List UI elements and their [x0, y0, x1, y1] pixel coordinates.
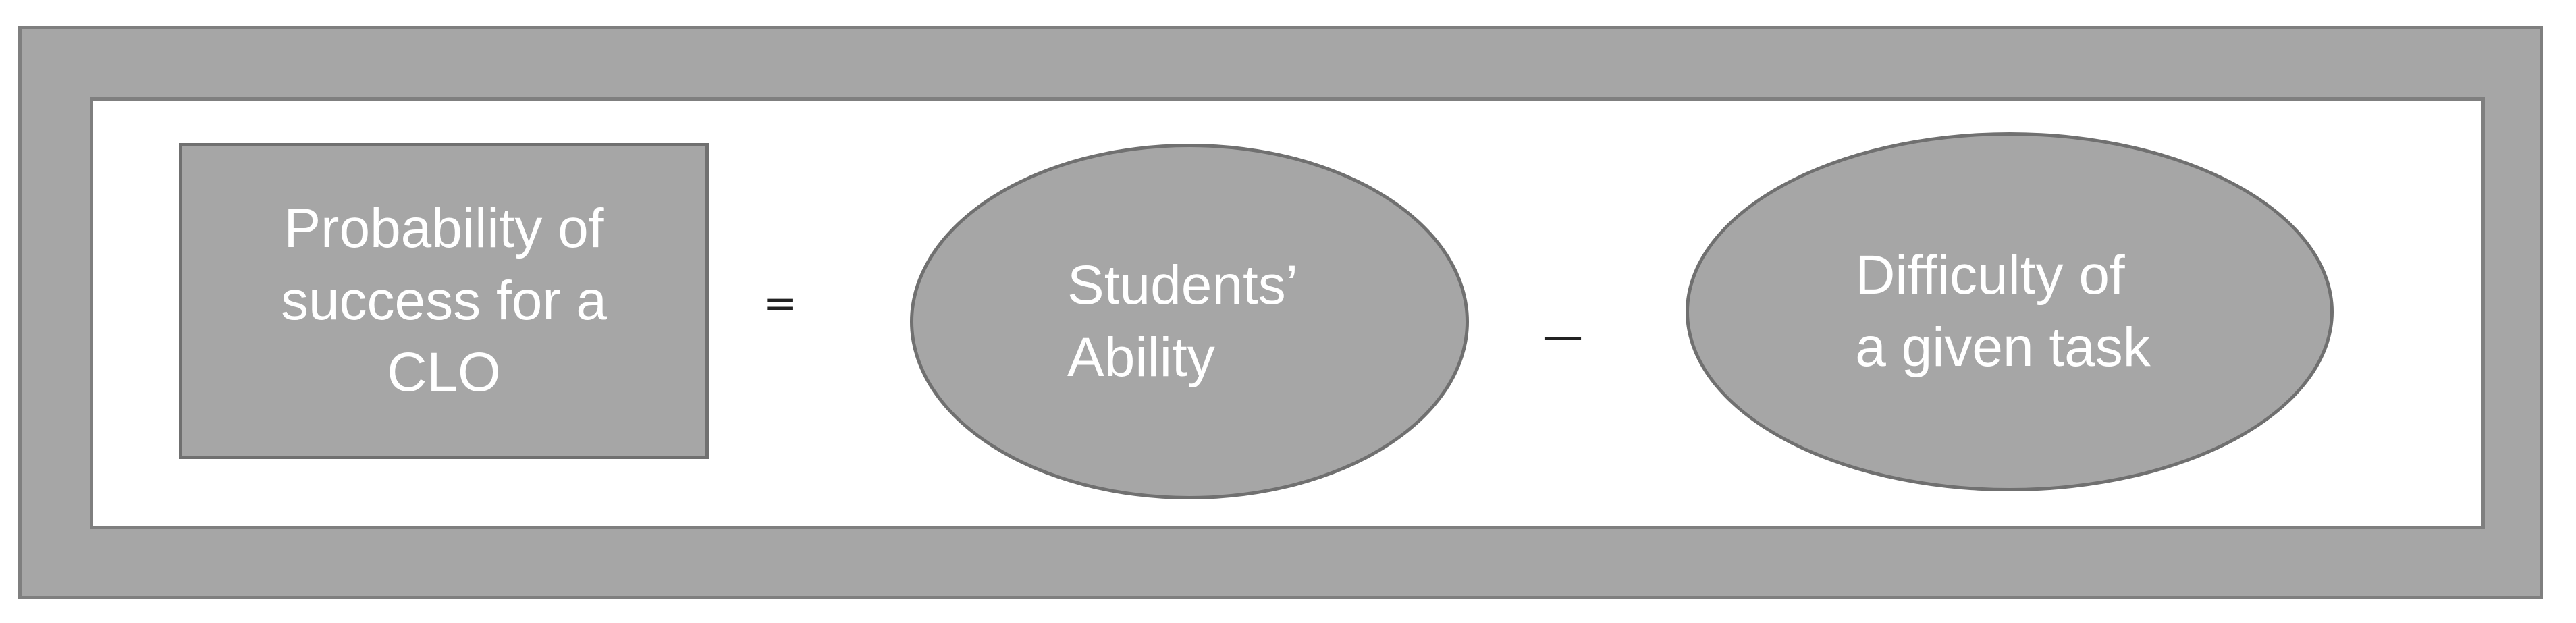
students-ability-ellipse: Students’ Ability	[910, 144, 1469, 499]
minus-sign: —	[1542, 313, 1583, 360]
task-difficulty-label: Difficulty of a given task	[1855, 244, 2151, 378]
probability-of-success-box: Probability of success for a CLO	[179, 143, 709, 459]
students-ability-label: Students’ Ability	[1067, 254, 1298, 388]
equals-sign: =	[763, 280, 797, 327]
probability-of-success-label: Probability of success for a CLO	[280, 198, 608, 404]
task-difficulty-ellipse: Difficulty of a given task	[1686, 132, 2334, 491]
